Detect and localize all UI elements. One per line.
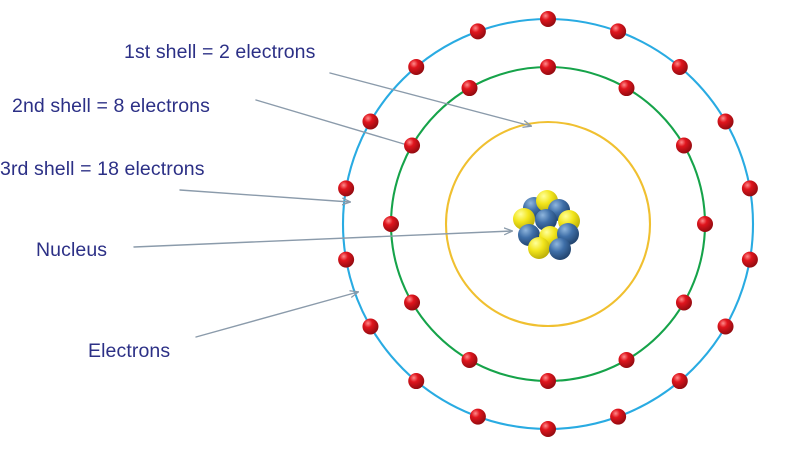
- electron-shell-3-15: [362, 113, 379, 130]
- leader-shell2: [255, 99, 414, 147]
- leader-shell3: [179, 189, 350, 202]
- electron-shell-3-8: [610, 408, 627, 425]
- leader-shell1: [329, 72, 531, 126]
- electron-shell-3-2: [671, 58, 688, 75]
- label-shell1: 1st shell = 2 electrons: [124, 41, 316, 63]
- label-electrons: Electrons: [88, 340, 171, 362]
- electron-shell-3-10: [469, 408, 486, 425]
- electron-shell-2-1: [618, 80, 635, 97]
- electron-shell-2-9: [383, 216, 399, 232]
- electron-shell-3-16: [408, 58, 425, 75]
- electron-shell-3-0: [540, 11, 556, 27]
- leader-nucleus: [133, 231, 512, 248]
- electron-shell-3-7: [671, 373, 688, 390]
- electron-shell-2-7: [461, 351, 478, 368]
- nucleus: [513, 190, 580, 260]
- electron-shell-3-1: [610, 23, 627, 40]
- electron-shell-3-12: [362, 318, 379, 335]
- electron-shell-2-8: [404, 294, 421, 311]
- electron-shell-3-14: [338, 180, 355, 197]
- electron-shell-3-5: [741, 251, 758, 268]
- electron-shell-2-5: [618, 351, 635, 368]
- electron-shell-2-2: [675, 137, 692, 154]
- electron-shell-3-17: [469, 23, 486, 40]
- orbit-ring-shell-1: [444, 120, 652, 328]
- electron-shell-3-11: [408, 373, 425, 390]
- label-shell3: 3rd shell = 18 electrons: [0, 158, 205, 180]
- electron-shell-3-6: [717, 318, 734, 335]
- electron-shell-2-6: [540, 373, 556, 389]
- electron-shell-2-11: [461, 80, 478, 97]
- leader-lines: [133, 72, 531, 338]
- electrons: [338, 11, 758, 437]
- electron-shell-3-3: [717, 113, 734, 130]
- electron-shell-3-9: [540, 421, 556, 437]
- label-nucleus: Nucleus: [36, 239, 108, 261]
- electron-shell-2-0: [540, 59, 556, 75]
- label-shell2: 2nd shell = 8 electrons: [12, 95, 210, 117]
- nucleus-proton-9: [528, 237, 550, 259]
- electron-shell-2-10: [404, 137, 421, 154]
- nucleus-neutron-4: [535, 209, 557, 231]
- leader-electrons: [195, 292, 358, 338]
- electron-shell-2-3: [697, 216, 713, 232]
- nucleus-neutron-10: [549, 238, 571, 260]
- electron-shell-3-4: [741, 180, 758, 197]
- electron-shell-3-13: [338, 251, 355, 268]
- electron-shell-2-4: [675, 294, 692, 311]
